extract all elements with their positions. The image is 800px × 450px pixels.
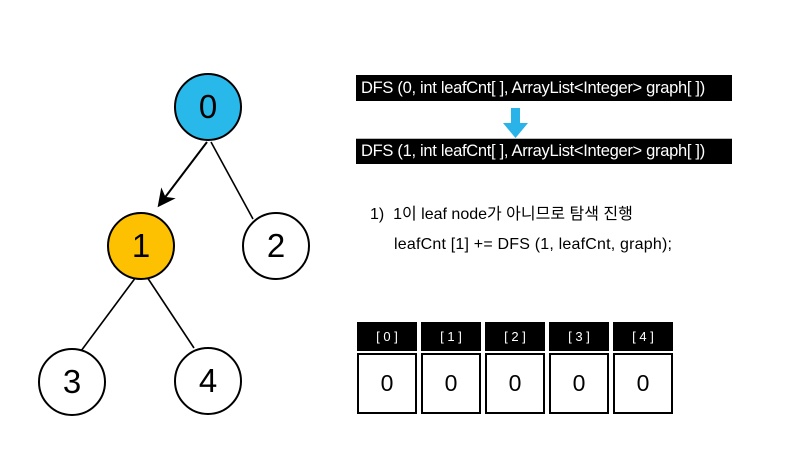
array-header-1: [ 1 ] bbox=[421, 322, 481, 351]
leafcnt-array-table: [ 0 ] [ 1 ] [ 2 ] [ 3 ] [ 4 ] 0 0 0 0 0 bbox=[357, 322, 673, 414]
array-value-2: 0 bbox=[485, 353, 545, 414]
tree-node-2: 2 bbox=[242, 212, 310, 280]
tree-node-1: 1 bbox=[107, 212, 175, 280]
edge-1-3 bbox=[80, 276, 137, 352]
array-value-3: 0 bbox=[549, 353, 609, 414]
note-step-1: 1) 1이 leaf node가 아니므로 탐색 진행 bbox=[370, 206, 633, 223]
tree-node-3: 3 bbox=[38, 348, 106, 416]
tree-node-0: 0 bbox=[174, 73, 242, 141]
array-header-0: [ 0 ] bbox=[357, 322, 417, 351]
tree-edges bbox=[80, 141, 254, 352]
dfs-call-box-0: DFS (0, int leafCnt[ ], ArrayList<Intege… bbox=[356, 75, 732, 101]
array-header-4: [ 4 ] bbox=[613, 322, 673, 351]
array-value-4: 0 bbox=[613, 353, 673, 414]
tree-node-4: 4 bbox=[174, 347, 242, 415]
note-code-line: leafCnt [1] += DFS (1, leafCnt, graph); bbox=[394, 236, 673, 253]
array-header-2: [ 2 ] bbox=[485, 322, 545, 351]
edge-1-4 bbox=[146, 276, 195, 349]
edge-0-1 bbox=[157, 141, 208, 208]
dfs-call-box-1: DFS (1, int leafCnt[ ], ArrayList<Intege… bbox=[356, 138, 732, 164]
array-value-0: 0 bbox=[357, 353, 417, 414]
edge-0-2 bbox=[210, 141, 254, 220]
array-value-1: 0 bbox=[421, 353, 481, 414]
array-header-3: [ 3 ] bbox=[549, 322, 609, 351]
down-arrow-icon bbox=[503, 108, 528, 138]
